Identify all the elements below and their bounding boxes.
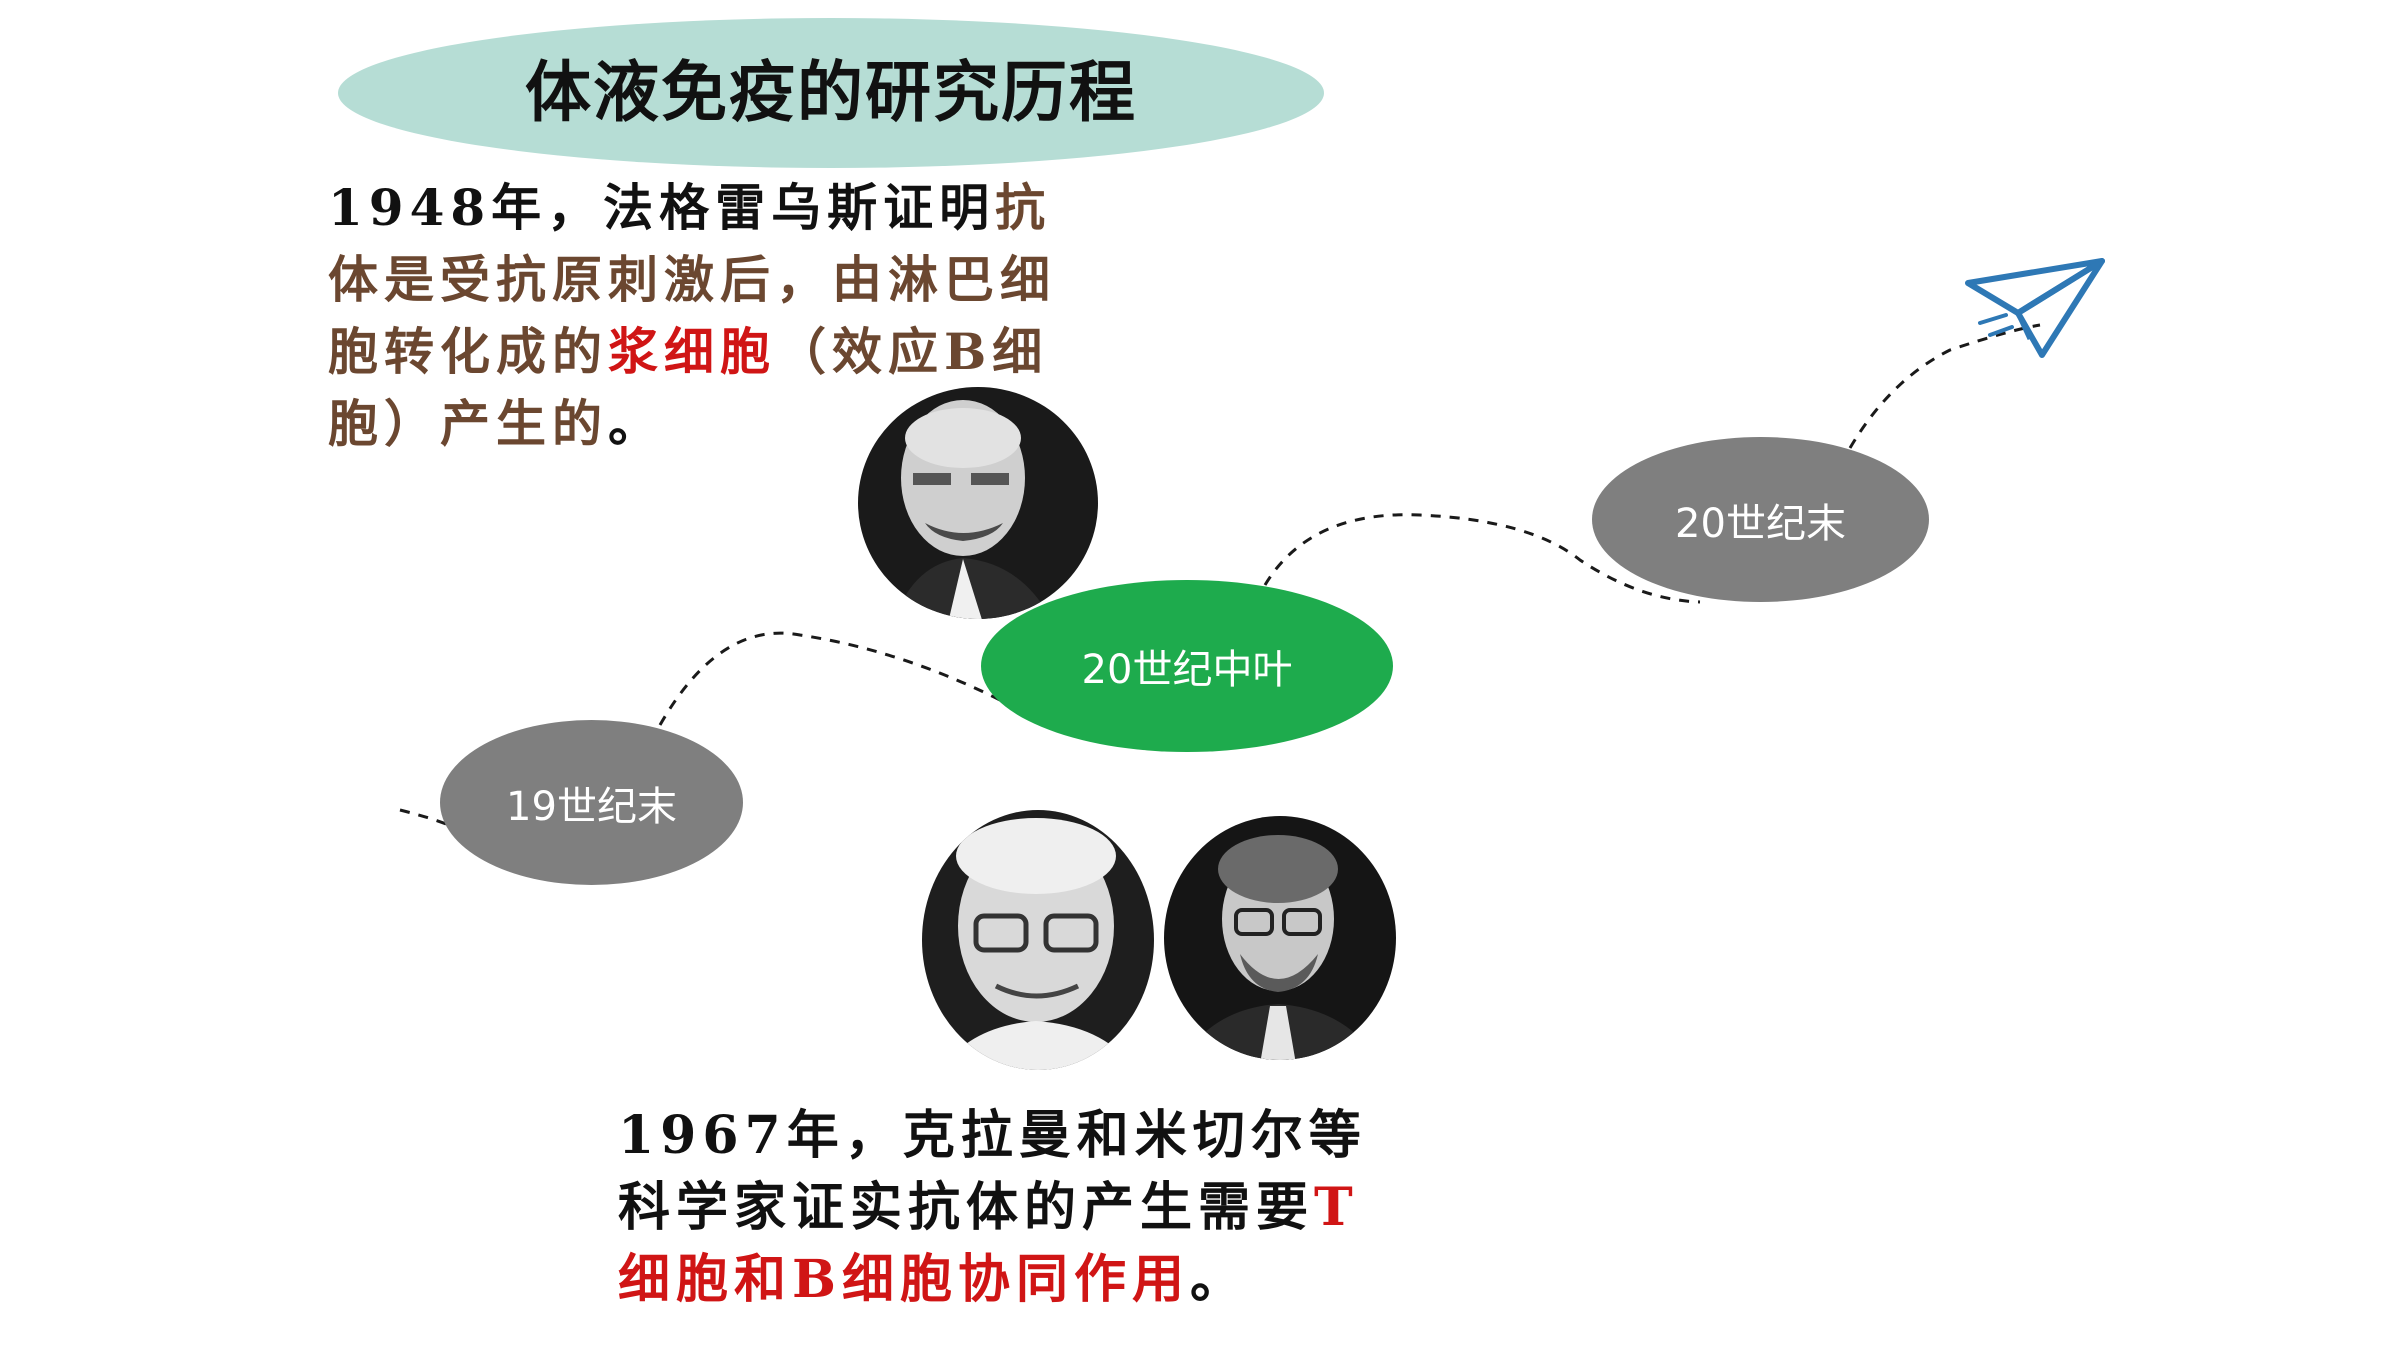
paragraph-1967-segment: 。 <box>1189 1249 1248 1310</box>
paragraph-1948-segment: 浆细胞 <box>608 322 776 381</box>
milestone-label: 20世纪末 <box>1675 500 1846 547</box>
milestone-label: 19世纪末 <box>506 783 677 830</box>
portrait-photo-1967-right <box>1164 816 1396 1060</box>
milestone-19th-century-end: 19世纪末 <box>440 720 743 885</box>
slide-title: 体液免疫的研究历程 <box>525 54 1137 131</box>
portrait-photo-1967-left <box>922 810 1154 1070</box>
paragraph-1948-segment: 1948年，法格雷乌斯证明 <box>328 178 996 237</box>
paragraph-1948-segment: （效应B细胞）产生的 <box>328 322 1049 453</box>
milestone-20th-century-end: 20世纪末 <box>1592 437 1929 602</box>
paragraph-1967-segment: 1967年，克拉曼和米切尔等科学家证实抗体的产生需要 <box>618 1105 1367 1238</box>
paragraph-1948-segment: 抗体是受抗原刺激后，由淋巴细胞转化成的 <box>328 178 1056 381</box>
paragraph-1967-segment: T细胞和B细胞协同作用 <box>618 1177 1359 1310</box>
milestone-mid-20th-century: 20世纪中叶 <box>981 580 1393 752</box>
paper-plane-icon <box>1965 258 2105 358</box>
paragraph-1967: 1967年，克拉曼和米切尔等科学家证实抗体的产生需要T细胞和B细胞协同作用。 <box>618 1100 1408 1316</box>
title-banner <box>338 18 1324 168</box>
milestone-label: 20世纪中叶 <box>1081 647 1293 693</box>
portrait-photo-1948 <box>858 387 1098 619</box>
paragraph-1948: 1948年，法格雷乌斯证明抗体是受抗原刺激后，由淋巴细胞转化成的浆细胞（效应B细… <box>328 172 1088 460</box>
paragraph-1948-segment: 。 <box>608 394 664 453</box>
